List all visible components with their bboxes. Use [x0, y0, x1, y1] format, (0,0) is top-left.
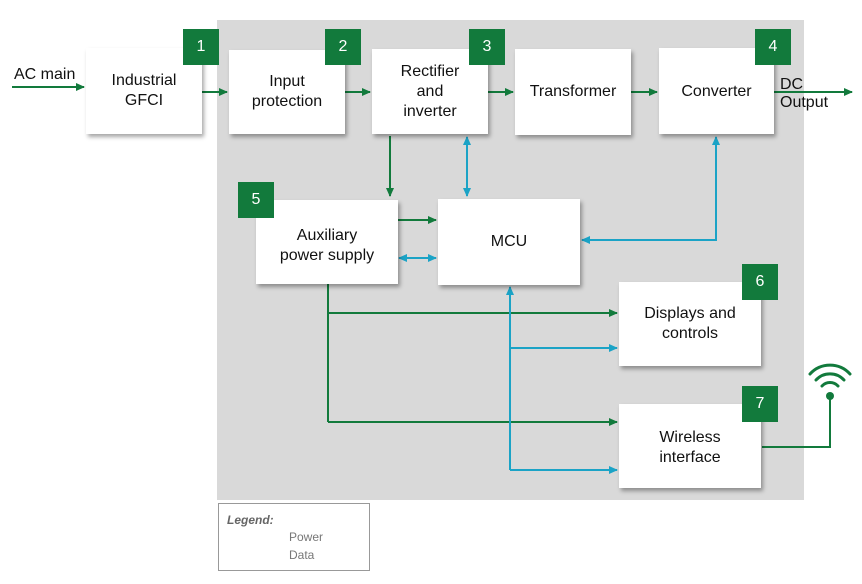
rectifier-line2: and [416, 82, 444, 100]
legend-title: Legend: [227, 513, 274, 527]
badge-3: 3 [469, 29, 505, 65]
badge-5: 5 [238, 182, 274, 218]
dc-output-label: DC Output [780, 76, 828, 112]
legend: Legend: Power Data [218, 503, 370, 571]
converter-mcu-data-arrow [581, 136, 720, 244]
rectifier-line3: inverter [403, 102, 457, 120]
converter-block: Converter [659, 48, 774, 134]
gfci-line1: Industrial [111, 72, 177, 89]
displays-line2: controls [661, 325, 718, 342]
mcu-block: MCU [438, 199, 580, 285]
aux-power-line1: Auxiliary [296, 227, 358, 244]
wifi-antenna-icon [808, 363, 852, 400]
dc-output-line1: DC [780, 76, 804, 93]
converter-line1: Converter [681, 83, 752, 100]
badge-6: 6 [742, 264, 778, 300]
aux-power-line2: power supply [279, 247, 375, 264]
legend-data-label: Data [289, 548, 315, 562]
badge-4: 4 [755, 29, 791, 65]
wireless-line2: interface [659, 449, 721, 466]
gfci-line2: GFCI [124, 92, 164, 109]
displays-line1: Displays and [644, 305, 736, 322]
badge-2: 2 [325, 29, 361, 65]
input-protection-line1: Input [269, 73, 305, 90]
legend-power-label: Power [289, 530, 324, 544]
input-protection-line2: protection [251, 93, 323, 110]
auxiliary-power-supply-block: Auxiliary power supply [256, 200, 398, 284]
transformer-line1: Transformer [529, 83, 617, 100]
dc-output-line2: Output [780, 94, 829, 111]
badge-1: 1 [183, 29, 219, 65]
transformer-block: Transformer [515, 49, 631, 135]
badge-7: 7 [742, 386, 778, 422]
industrial-gfci-block: Industrial GFCI [86, 48, 202, 134]
ac-main-label: AC main [14, 66, 76, 83]
wireless-interface-block: Wireless interface [619, 404, 761, 488]
rectifier-line1: Rectifier [400, 62, 460, 80]
wireless-line1: Wireless [659, 429, 721, 446]
displays-controls-block: Displays and controls [619, 282, 761, 366]
wireless-to-antenna-line [762, 398, 831, 448]
rectifier-inverter-block: Rectifier and inverter [372, 49, 488, 134]
mcu-line1: MCU [490, 233, 528, 250]
